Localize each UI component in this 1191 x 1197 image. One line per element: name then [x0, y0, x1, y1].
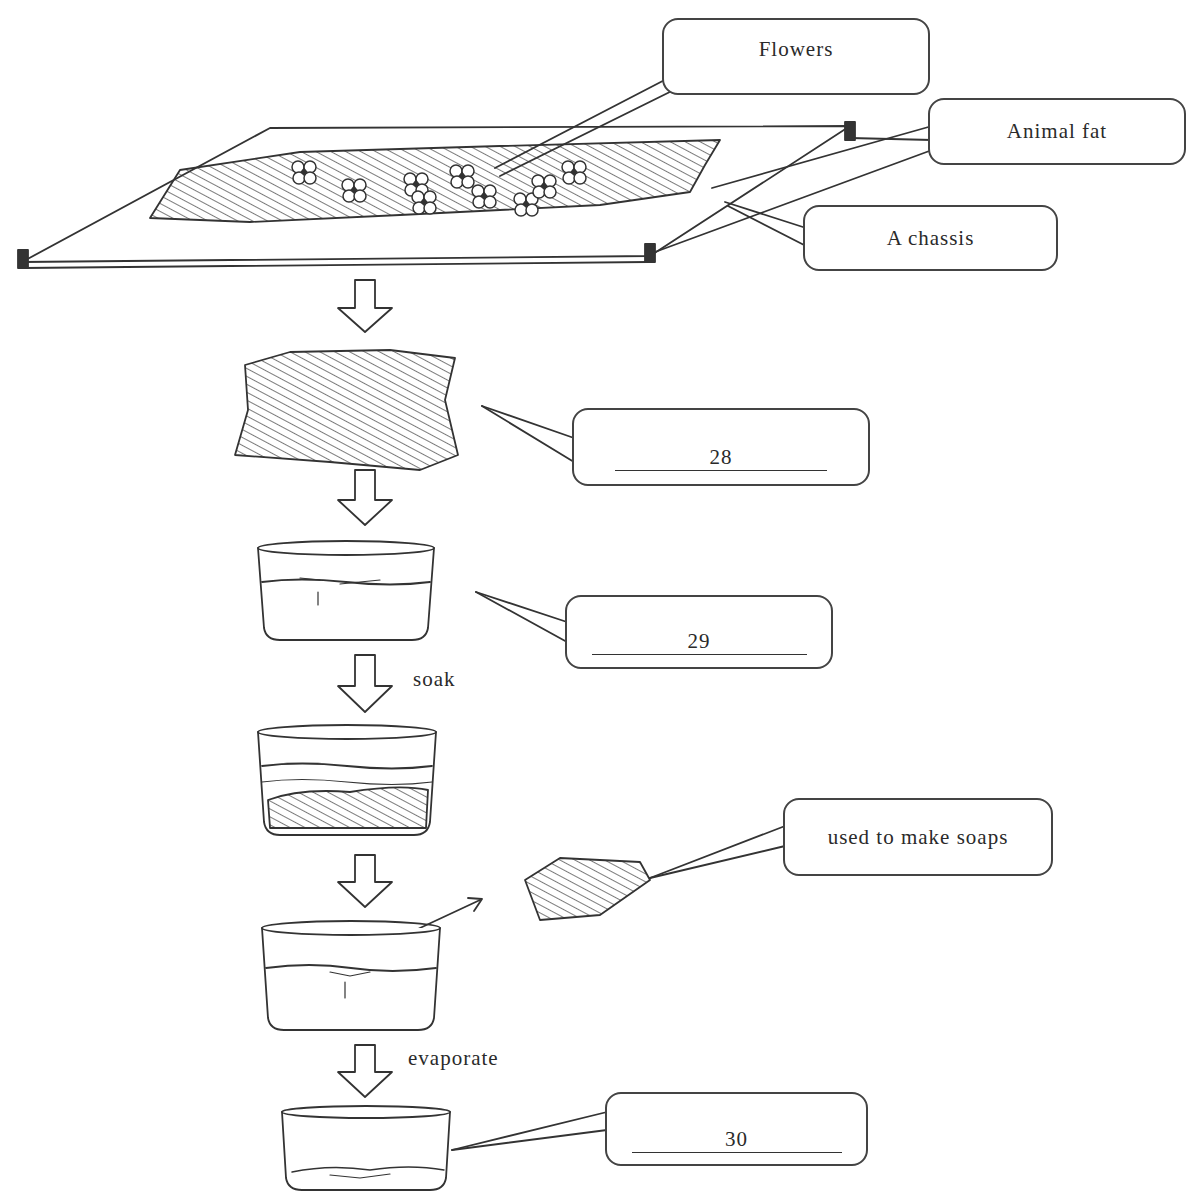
callout-number: 28: [615, 445, 827, 471]
callout-number-box: 28: [572, 408, 870, 486]
callout-box: Flowers: [662, 18, 930, 95]
callout-text: A chassis: [887, 226, 975, 250]
callout-number-box: 30: [605, 1092, 868, 1166]
used-fat: [525, 858, 650, 920]
callout-text: used to make soaps: [828, 825, 1009, 849]
step-label: soak: [413, 667, 456, 692]
callout-number: 30: [632, 1127, 842, 1153]
chassis-frame: [18, 122, 855, 268]
callout-text: Animal fat: [1007, 119, 1107, 143]
beaker: [258, 541, 434, 640]
callout-box: Animal fat: [928, 98, 1186, 165]
callout-number-box: 29: [565, 595, 833, 669]
fat-block: [235, 350, 458, 470]
step-label: evaporate: [408, 1046, 499, 1071]
beaker: [282, 1106, 450, 1190]
fat-slab: [150, 140, 720, 222]
beaker: [262, 921, 440, 1030]
beaker: [258, 725, 436, 835]
callout-number: 29: [592, 629, 807, 655]
callout-text: Flowers: [759, 37, 834, 61]
callout-box: A chassis: [803, 205, 1058, 271]
callout-box: used to make soaps: [783, 798, 1053, 876]
